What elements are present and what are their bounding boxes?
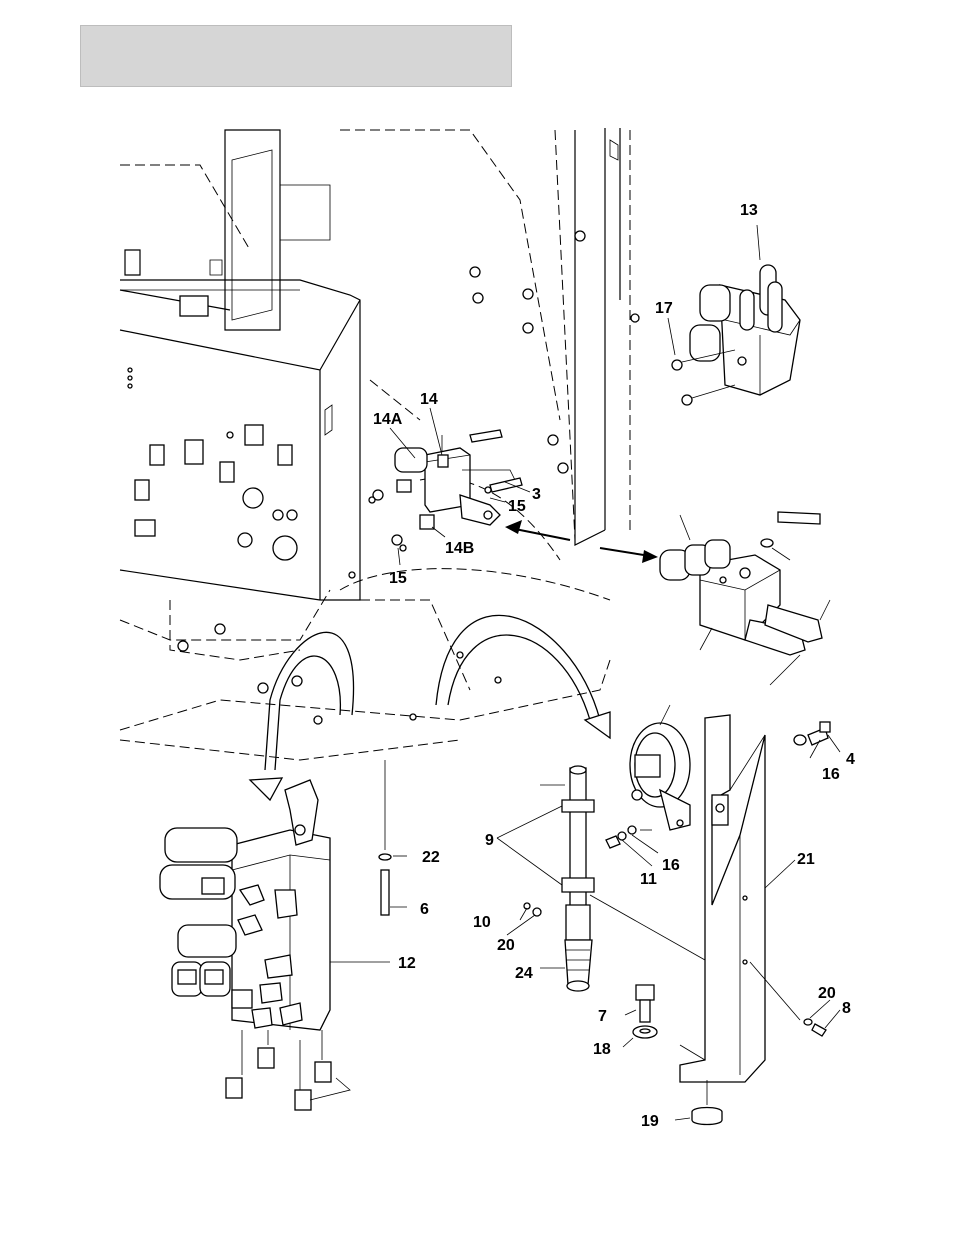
callout-19: 19 (641, 1113, 659, 1130)
callout-4: 4 (846, 751, 855, 768)
manifold-12 (160, 780, 350, 1110)
horn-assembly (606, 705, 690, 848)
callout-15-upper: 15 (508, 498, 526, 515)
callout-16-right: 16 (822, 766, 840, 783)
callout-14a: 14A (373, 411, 403, 428)
callout-20-right: 20 (818, 985, 836, 1002)
callout-24: 24 (515, 965, 533, 982)
callout-12: 12 (398, 955, 416, 972)
valve-14-detail (660, 512, 830, 685)
callout-21: 21 (797, 851, 815, 868)
callout-8: 8 (842, 1000, 851, 1017)
curved-arrow-icon (250, 615, 610, 800)
callout-22: 22 (422, 849, 440, 866)
bracket-21 (680, 715, 830, 1082)
callout-14b: 14B (445, 540, 474, 557)
control-box (120, 130, 360, 600)
callout-3: 3 (532, 486, 541, 503)
callout-10: 10 (473, 914, 491, 931)
callout-18: 18 (593, 1041, 611, 1058)
frame-post (555, 128, 639, 545)
callout-20-left: 20 (497, 937, 515, 954)
callout-15-lower: 15 (389, 570, 407, 587)
callout-17: 17 (655, 300, 673, 317)
callout-14: 14 (420, 391, 438, 408)
callout-11: 11 (640, 871, 657, 888)
callout-16-center: 16 (662, 857, 680, 874)
valve-14-assembly (369, 430, 522, 551)
callout-7: 7 (598, 1008, 607, 1025)
valve-13 (672, 265, 800, 405)
callout-13: 13 (740, 202, 758, 219)
callout-6: 6 (420, 901, 429, 918)
pin-6-washer-22 (379, 760, 391, 915)
callout-9: 9 (485, 832, 494, 849)
